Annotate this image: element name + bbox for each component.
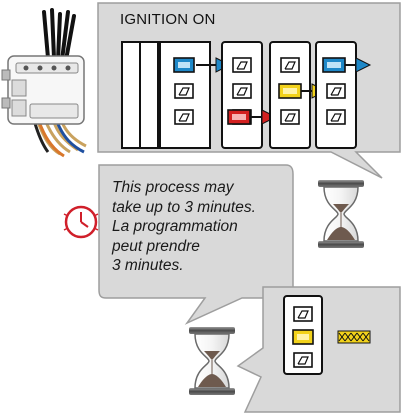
note-line-2: take up to 3 minutes. [112,198,256,216]
arrow-blue-2 [345,57,372,73]
slot-column-4 [315,41,357,149]
result-column [283,295,323,375]
blink-indicator [337,330,371,344]
slot-column-3 [269,41,311,149]
hourglass-icon-2 [188,326,236,396]
note-line-1: This process may [112,179,234,196]
panel-title: IGNITION ON [120,11,216,28]
note-line-4: peut prendre [112,237,200,255]
module-bracket [121,41,211,149]
note-line-5: 3 minutes. [112,257,184,274]
wire-harness-icon [42,8,76,62]
note-text: This process may take up to 3 minutes. L… [112,178,297,276]
module-icon [1,8,87,158]
hourglass-icon [317,179,365,249]
slot-column-2 [221,41,263,149]
note-line-3: La programmation [112,218,238,235]
clock-icon [63,205,99,239]
